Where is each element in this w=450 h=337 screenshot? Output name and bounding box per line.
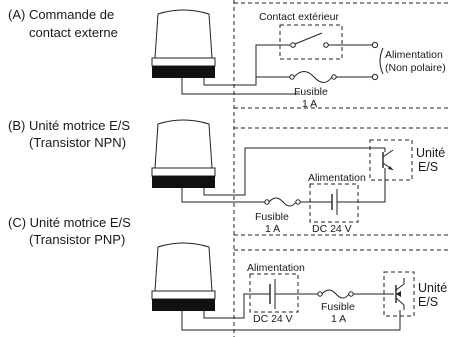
external-contact-label: Contact extérieur [259, 11, 339, 23]
wire-a-upper [203, 44, 290, 86]
dc-supply-box-b [309, 183, 359, 223]
switch-contact [294, 32, 323, 45]
wire-c-upper [203, 293, 270, 319]
fuse-label-c-line2: 1 A [331, 313, 346, 325]
power-supply-label-line1: Alimentation [385, 49, 443, 61]
power-supply-label-b: Alimentation [308, 172, 366, 184]
dc-voltage-label-b: DC 24 V [312, 223, 352, 235]
dc-voltage-label-c: DC 24 V [253, 313, 293, 325]
section-c-title-line2: (Transistor PNP) [29, 232, 125, 247]
wire-b-upper [203, 147, 385, 196]
section-c: (C) Unité motrice E/S (Transistor PNP) A… [8, 215, 449, 331]
fuse-label-b-line2: 1 A [265, 223, 280, 235]
io-unit-label-c-line1: Unité [418, 281, 447, 295]
io-unit-label-b-line2: E/S [418, 160, 438, 174]
signal-lamp-a [151, 9, 216, 78]
section-b-title-line1: (B) Unité motrice E/S [8, 118, 130, 133]
external-contact-box [279, 24, 343, 60]
dc-supply-box-c [249, 273, 299, 313]
fuse-symbol-c [321, 289, 350, 299]
signal-lamp-c [151, 242, 216, 311]
section-a-title-line2: contact externe [29, 25, 118, 40]
fuse-label-b-line1: Fusible [255, 211, 289, 223]
fuse-label-line2: 1 A [302, 98, 317, 110]
signal-lamp-b [151, 119, 216, 188]
section-a-title-line1: (A) Commande de [8, 7, 114, 22]
io-unit-label-c-line2: E/S [418, 295, 438, 309]
power-terminal [371, 73, 379, 81]
section-b-title-line2: (Transistor NPN) [29, 135, 126, 150]
fuse-symbol-a [293, 71, 333, 83]
section-a: (A) Commande de contact externe Contact … [8, 2, 449, 110]
section-c-title-line1: (C) Unité motrice E/S [8, 215, 131, 230]
io-unit-box-c [383, 271, 415, 317]
power-supply-label-line2: (Non polaire) [385, 62, 446, 74]
fuse-symbol-b [268, 197, 297, 207]
fuse-label-c-line1: Fusible [321, 301, 355, 313]
power-supply-label-c: Alimentation [247, 262, 305, 274]
power-terminal [371, 41, 379, 49]
wire-b-lower [181, 188, 265, 203]
wire-a-lower [181, 78, 300, 95]
wire-c-lower [181, 310, 401, 331]
fuse-label-line1: Fusible [294, 86, 328, 98]
io-unit-label-b-line1: Unité [416, 146, 445, 160]
io-unit-box-b [369, 139, 413, 181]
section-b: (B) Unité motrice E/S (Transistor NPN) A… [8, 118, 449, 236]
